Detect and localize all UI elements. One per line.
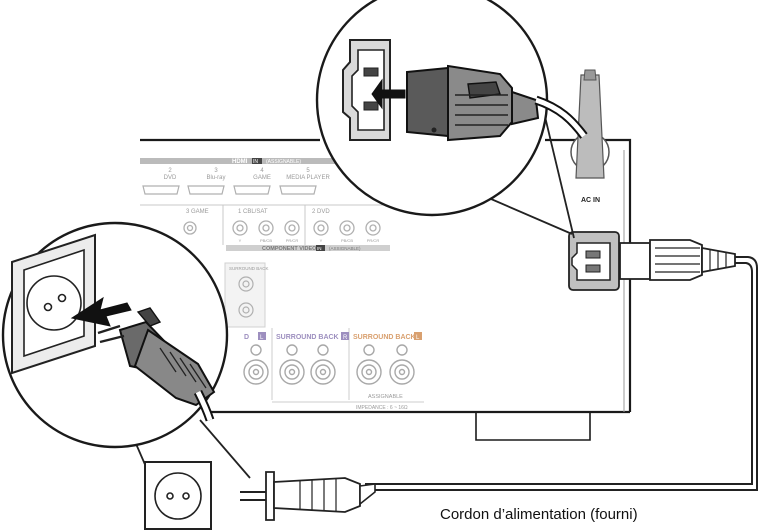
ac-in-label: AC IN (581, 197, 600, 204)
hdmi-port-name-media: MEDIA PLAYER (286, 175, 330, 181)
video-label-dvd: 2 DVD (312, 209, 330, 215)
hdmi-port-num-4: 4 (260, 168, 264, 174)
iec-connector-icon (619, 239, 736, 281)
hdmi-port-name-dvd: DVD (164, 175, 177, 181)
speaker-section: D L SURROUND BACK R SURROUND BACK L ASSI… (243, 328, 424, 411)
power-cord (365, 256, 758, 491)
hdmi-port-name-game: GAME (253, 175, 271, 181)
plug-icon-small (240, 471, 376, 521)
outlet-icon (144, 461, 212, 530)
component-video-label: COMPONENT VIDEO (262, 246, 317, 252)
comp-tick-pb2: PB/CB (341, 238, 353, 243)
hdmi-port-num-5: 5 (306, 168, 310, 174)
hdmi-in-text: IN (253, 159, 258, 165)
surround-back-small-label: SURROUND BACK (229, 266, 269, 271)
comp-tick-y1: Y (239, 238, 242, 243)
plug-icon (97, 307, 216, 422)
hdmi-section: HDMI IN (ASSIGNABLE) 2 DVD 3 Blu-ray 4 G… (140, 158, 390, 195)
component-in-label: IN (317, 246, 322, 251)
comp-tick-pr1: PR/CR (286, 238, 299, 243)
hdmi-port-num-2: 2 (168, 168, 172, 174)
speaker-l-badge: L (260, 335, 264, 341)
surround-back-l-label: SURROUND BACK (353, 334, 416, 341)
comp-tick-pr2: PR/CR (367, 238, 380, 243)
receiver-panel (140, 138, 632, 441)
surround-back-r-label: SURROUND BACK (276, 334, 339, 341)
surround-back-r-badge: R (343, 335, 348, 341)
surround-back-small: SURROUND BACK (224, 262, 269, 328)
hdmi-header-text: HDMI (232, 159, 248, 165)
video-label-game: 3 GAME (186, 209, 209, 215)
power-cord-caption: Cordon d’alimentation (fourni) (440, 506, 638, 523)
svg-text:D: D (244, 334, 249, 341)
ac-inlet (568, 231, 620, 291)
antenna-icon (570, 69, 610, 179)
hdmi-assignable-text: (ASSIGNABLE) (266, 159, 301, 165)
zoom-detail-iec (315, 0, 588, 239)
comp-tick-y2: Y (320, 238, 323, 243)
component-assignable-label: (ASSIGNABLE) (329, 246, 361, 251)
comp-tick-pb1: PB/CB (260, 238, 272, 243)
hdmi-port-num-3: 3 (214, 168, 218, 174)
impedance-label: IMPEDANCE : 6 ~ 16Ω (356, 405, 408, 411)
hdmi-port-name-bluray: Blu-ray (206, 175, 225, 181)
video-section: 3 GAME 1 CBL/SAT 2 DVD Y PB/CB PR/CR Y P… (140, 204, 390, 252)
surround-back-l-badge: L (416, 335, 420, 341)
video-label-cblsat: 1 CBL/SAT (238, 209, 268, 215)
assignable-label: ASSIGNABLE (368, 394, 403, 400)
